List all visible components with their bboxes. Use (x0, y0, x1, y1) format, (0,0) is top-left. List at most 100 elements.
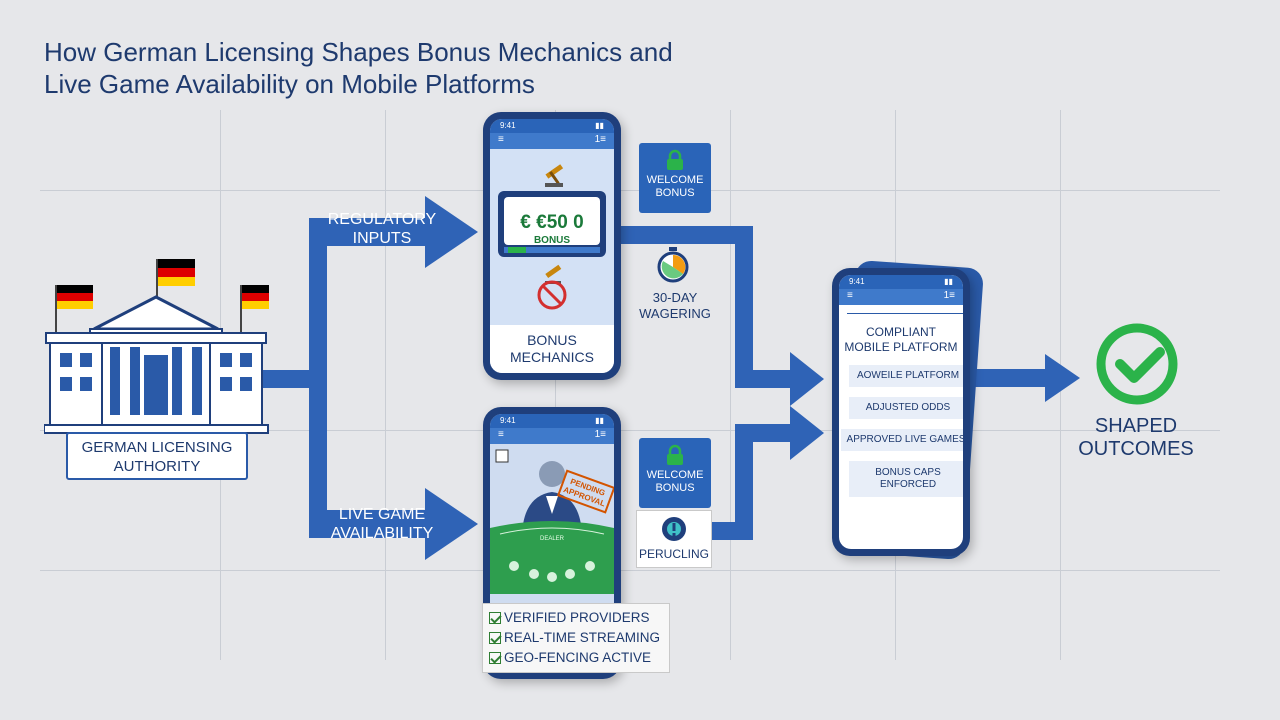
arrow-head-outcome (1045, 354, 1080, 402)
checklist-item-label: REAL-TIME STREAMING (504, 630, 661, 645)
table-text: DEALER (540, 536, 565, 542)
status-time: 9:41 (500, 121, 516, 130)
grid-line (730, 110, 731, 660)
status-time: 9:41 (849, 277, 865, 286)
german-flag-icon (240, 285, 269, 337)
connector-live-up (735, 424, 753, 540)
stopwatch-icon (657, 247, 689, 283)
lock-icon (667, 149, 683, 170)
checklist-item-label: GEO-FENCING ACTIVE (504, 650, 652, 665)
blackjack-table-icon (490, 521, 614, 594)
notification-icon[interactable]: 1≡ (594, 134, 606, 145)
wagering-label: 30-DAY WAGERING (630, 290, 720, 322)
lock-icon (667, 444, 683, 465)
arrow-head-lower (425, 488, 478, 560)
title-line-1: How German Licensing Shapes Bonus Mechan… (44, 37, 673, 67)
bonus-mechanics-label: BONUS MECHANICS (490, 325, 614, 373)
wagering-line-1: 30-DAY (652, 290, 698, 305)
connector-trunk (309, 218, 327, 538)
platform-item: BONUS CAPS ENFORCED (849, 461, 963, 497)
status-bar: 9:41 ▮▮ (490, 119, 614, 133)
welcome-bonus-badge-bottom: WELCOME BONUS (639, 438, 711, 508)
menu-icon[interactable]: ≡ (498, 134, 504, 145)
arrow-head-upper (425, 196, 478, 268)
arrow-head-live (790, 406, 824, 460)
checkbox-checked-icon (489, 652, 501, 664)
slot-machine-icon: € €50 0 BONUS (498, 164, 606, 310)
platform-item: APPROVED LIVE GAMES (841, 429, 963, 451)
live-game-line-2: AVAILABILITY (330, 525, 434, 542)
notification-icon[interactable]: 1≡ (594, 429, 606, 440)
connector-outcome (975, 369, 1050, 387)
welcome-bonus-bottom-line-1: WELCOME (646, 469, 704, 481)
regulatory-inputs-line-1: REGULATORY (327, 211, 437, 228)
slot-reel-text: € €50 0 (520, 212, 583, 233)
platform-title-line-1: COMPLIANT (865, 325, 936, 339)
compliance-checklist: VERIFIED PROVIDERS REAL-TIME STREAMING G… (482, 603, 670, 673)
platform-title: COMPLIANT MOBILE PLATFORM (839, 325, 963, 355)
connector-lower (309, 510, 429, 538)
checkbox-checked-icon (489, 632, 501, 644)
title-line-2: Live Game Availability on Mobile Platfor… (44, 69, 535, 99)
connector-upper (309, 218, 429, 246)
status-time: 9:41 (500, 416, 516, 425)
app-bar: ≡ 1≡ (839, 289, 963, 305)
gavel-icon (545, 164, 564, 187)
signal-icon: ▮▮ (595, 416, 604, 425)
status-bar: 9:41 ▮▮ (490, 414, 614, 428)
live-game-line-1: LIVE GAME (338, 506, 426, 523)
platform-item: ADJUSTED ODDS (849, 397, 963, 419)
checkbox-checked-icon (489, 612, 501, 624)
prohibited-icon (537, 280, 567, 310)
alert-shield-icon (662, 517, 686, 541)
connector-bonus-in (735, 370, 795, 388)
wagering-line-2: WAGERING (639, 306, 711, 321)
shaped-outcomes-label: SHAPED OUTCOMES (1072, 415, 1200, 461)
app-bar: ≡ 1≡ (490, 428, 614, 444)
menu-icon[interactable]: ≡ (498, 429, 504, 440)
welcome-bonus-top-line-1: WELCOME (646, 174, 704, 186)
perucling-box: PERUCLING (636, 510, 712, 568)
check-circle-icon (1096, 323, 1178, 405)
platform-phone: 9:41 ▮▮ ≡ 1≡ COMPLIANT MOBILE PLATFORM AOW… (832, 268, 970, 556)
connector-bonus-out (618, 226, 743, 244)
welcome-bonus-top-line-2: BONUS (655, 187, 695, 199)
welcome-bonus-badge-top: WELCOME BONUS (639, 143, 711, 213)
grid-line (40, 570, 1220, 571)
connector-authority (255, 370, 317, 388)
signal-icon: ▮▮ (944, 277, 953, 286)
regulatory-inputs-label: REGULATORY INPUTS (318, 210, 446, 248)
checklist-item: VERIFIED PROVIDERS (489, 608, 663, 628)
live-dealer-icon: PENDING APPROVAL DEALER (490, 449, 614, 594)
status-bar: 9:41 ▮▮ (839, 275, 963, 289)
platform-item: AOWEILE PLATFORM (849, 365, 963, 387)
live-game-availability-label: LIVE GAME AVAILABILITY (318, 505, 446, 543)
german-flag-icon (55, 285, 93, 337)
notification-icon[interactable]: 1≡ (943, 290, 955, 301)
bonus-phone: 9:41 ▮▮ ≡ 1≡ € €50 0 BONUS BONUS (483, 112, 621, 380)
welcome-bonus-bottom-line-2: BONUS (655, 482, 695, 494)
grid-line (40, 190, 1220, 191)
page-title: How German Licensing Shapes Bonus Mechan… (44, 36, 804, 100)
bonus-mechanics-line-2: MECHANICS (509, 349, 594, 365)
connector-bonus-down (735, 226, 753, 388)
platform-title-line-2: MOBILE PLATFORM (844, 340, 958, 354)
authority-label-line-2: AUTHORITY (113, 458, 201, 475)
app-bar: ≡ 1≡ (490, 133, 614, 149)
regulatory-inputs-line-2: INPUTS (352, 230, 412, 247)
menu-icon[interactable]: ≡ (847, 290, 853, 301)
grid-line (385, 110, 386, 660)
authority-label: GERMAN LICENSING AUTHORITY (66, 432, 248, 480)
signal-icon: ▮▮ (595, 121, 604, 130)
checklist-item: REAL-TIME STREAMING (489, 628, 663, 648)
bonus-mechanics-line-1: BONUS (527, 332, 577, 348)
checklist-item-label: VERIFIED PROVIDERS (504, 610, 650, 625)
grid-line (555, 110, 556, 660)
outcome-line-1: SHAPED (1094, 415, 1178, 437)
government-building-icon (44, 259, 269, 434)
arrow-head-bonus (790, 352, 824, 406)
slot-bonus-text: BONUS (534, 235, 570, 246)
outcome-line-2: OUTCOMES (1078, 438, 1194, 460)
perucling-label: PERUCLING (638, 547, 709, 561)
